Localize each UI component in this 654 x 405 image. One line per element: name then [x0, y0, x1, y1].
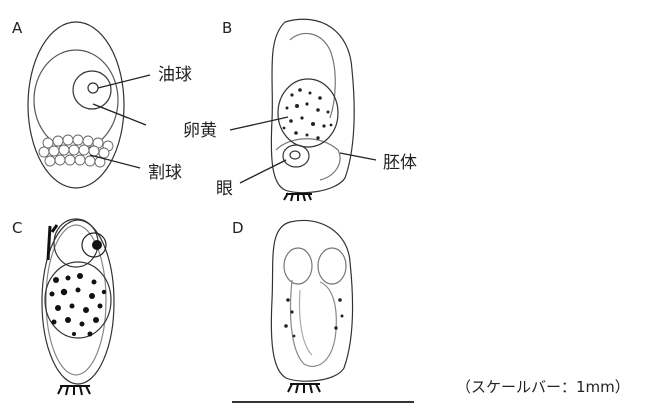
panel-label-c: C — [12, 219, 22, 237]
label-oil-globule: 油球 — [158, 65, 192, 85]
panel-label-d: D — [232, 219, 244, 237]
scale-caption: （スケールバー：1mm） — [456, 378, 630, 396]
panel-label-b: B — [222, 19, 232, 37]
yolk-speckles-c — [50, 273, 107, 337]
label-yolk: 卵黄 — [183, 121, 217, 141]
embryo-body-d — [291, 280, 337, 366]
egg-shell-b — [271, 19, 354, 192]
eye-left-d — [284, 248, 312, 284]
label-embryo: 胚体 — [383, 153, 417, 173]
egg-b — [271, 19, 354, 192]
head-c — [54, 219, 98, 267]
attachment-filaments-b — [284, 193, 312, 201]
label-blastomere: 割球 — [148, 163, 182, 183]
eye-pupil-c — [92, 240, 102, 250]
yolk-c — [45, 262, 111, 338]
attachment-filaments-c — [58, 386, 90, 395]
oil-globule-inner-a — [88, 83, 98, 93]
label-eye: 眼 — [216, 179, 233, 199]
yolk-speckles-b — [283, 88, 333, 140]
eye-right-d — [318, 248, 346, 284]
egg-shell-c — [42, 220, 114, 384]
attachment-filaments-d — [288, 384, 320, 393]
egg-c — [42, 219, 114, 384]
panel-label-a: A — [12, 19, 23, 37]
oil-globule-outer-a — [73, 71, 111, 109]
blastomere-cluster-a — [39, 135, 113, 167]
eye-b — [283, 145, 309, 167]
